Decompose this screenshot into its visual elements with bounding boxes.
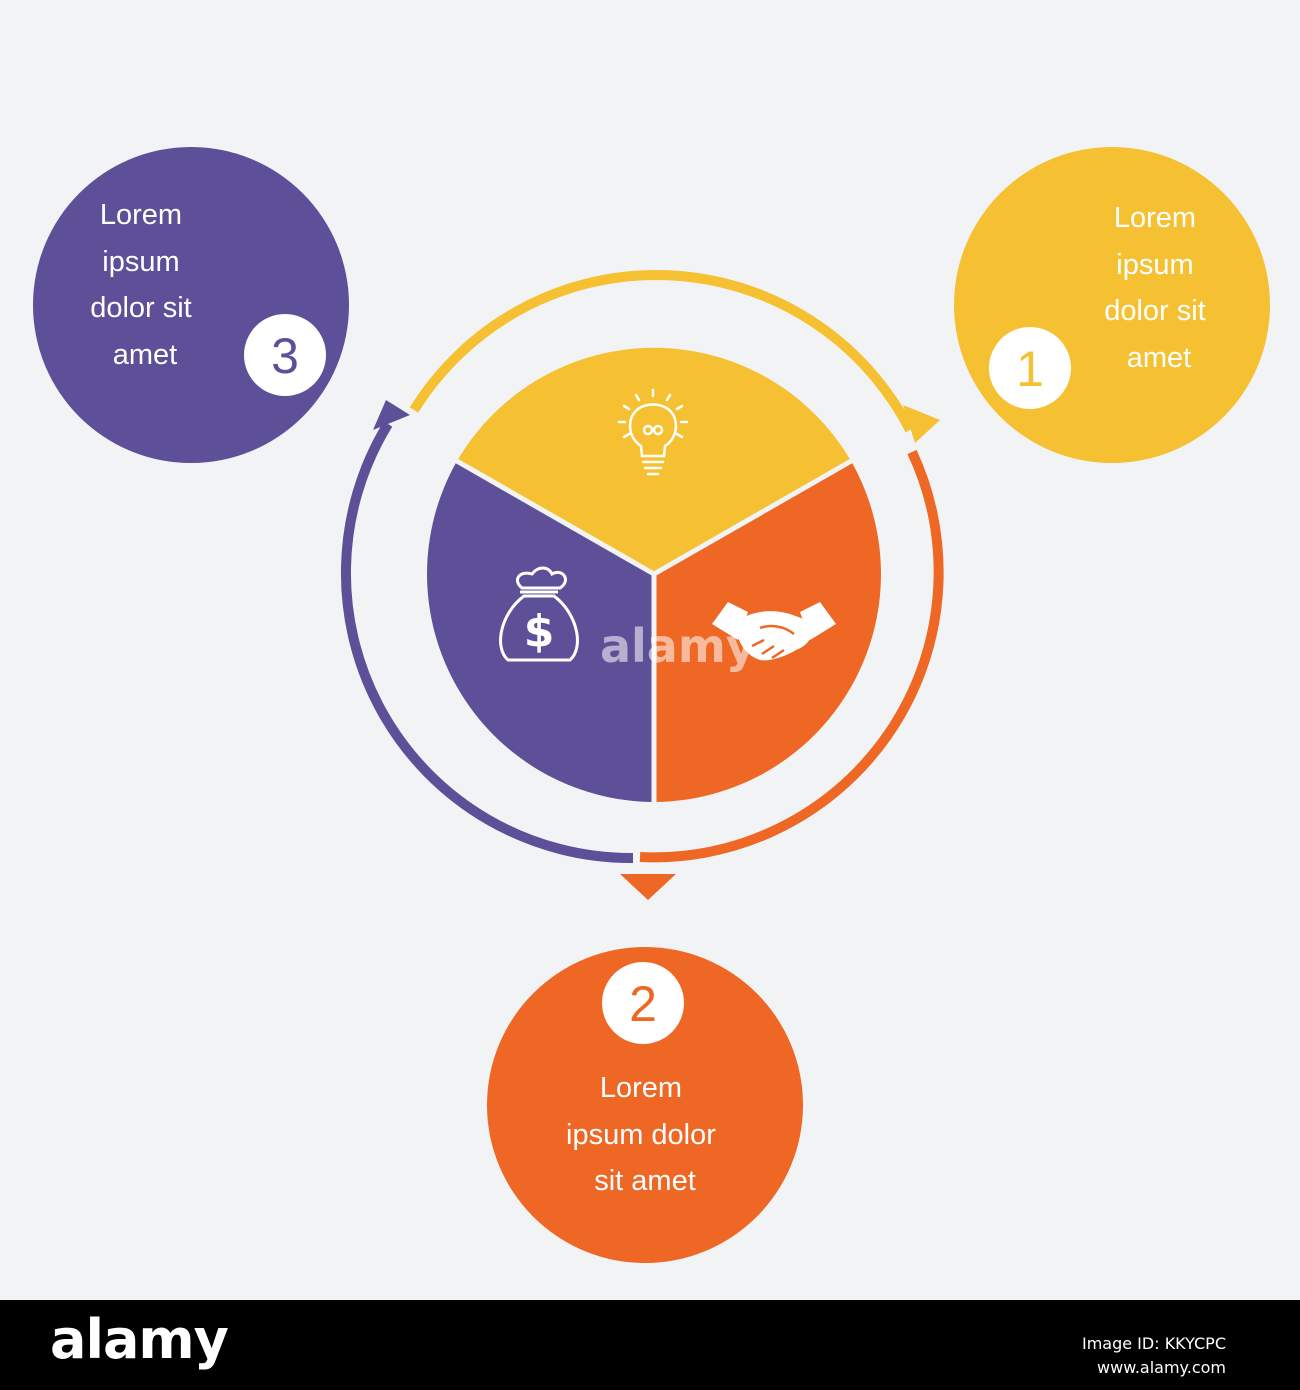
cycle-diagram: $ Lorem ipsum dolor sit amet 1 2 Lorem i… — [33, 147, 1270, 1263]
step-1-line-1: Lorem — [1114, 202, 1196, 234]
center-pie — [427, 347, 881, 807]
step-2-number: 2 — [629, 976, 657, 1032]
dollar-sign: $ — [524, 606, 555, 657]
handshake-icon — [712, 602, 836, 661]
step-2: 2 Lorem ipsum dolor sit amet — [487, 947, 803, 1263]
step-2-badge — [602, 962, 684, 1044]
cycle-arrows — [340, 269, 944, 900]
step-2-text: Lorem ipsum dolor sit amet — [566, 1072, 724, 1197]
step-2-line-3: sit amet — [594, 1165, 696, 1197]
step-2-circle — [487, 947, 803, 1263]
arrowhead-purple — [373, 400, 410, 430]
step-3: Lorem ipsum dolor sit amet 3 — [33, 147, 349, 463]
step-1-line-4: amet — [1127, 342, 1191, 374]
step-1-text: Lorem ipsum dolor sit amet — [1104, 202, 1214, 374]
step-3-badge — [244, 314, 326, 396]
step-3-line-1: Lorem — [100, 199, 182, 231]
watermark-logo: alamy — [50, 1308, 229, 1371]
step-3-line-2: ipsum — [102, 246, 179, 278]
lightbulb-icon — [617, 388, 689, 476]
pie-segment-purple — [427, 461, 654, 802]
step-2-line-2: ipsum dolor — [566, 1119, 716, 1151]
pie-dividers — [452, 457, 856, 807]
arrow-orange — [639, 449, 944, 863]
watermark-site: www.alamy.com — [1097, 1358, 1226, 1377]
arrow-yellow — [409, 269, 915, 433]
step-3-line-4: amet — [113, 339, 177, 371]
arrow-purple — [340, 421, 634, 864]
watermark-text: alamy — [600, 619, 756, 673]
arrowhead-orange — [620, 874, 676, 900]
step-3-number: 3 — [271, 328, 299, 384]
step-1: Lorem ipsum dolor sit amet 1 — [954, 147, 1270, 463]
arrowhead-yellow — [903, 405, 940, 443]
step-1-line-3: dolor sit — [1104, 295, 1206, 327]
image-id-value: KKYCPC — [1164, 1334, 1226, 1353]
step-3-line-3: dolor sit — [90, 292, 192, 324]
step-1-number: 1 — [1016, 341, 1044, 397]
watermark-overlay: alamy — [600, 619, 756, 673]
money-bag-icon: $ — [499, 566, 579, 662]
watermark-image-id: Image ID: KKYCPC — [1081, 1334, 1226, 1353]
step-2-line-1: Lorem — [600, 1072, 682, 1104]
step-1-badge — [989, 327, 1071, 409]
watermark-footer: alamy Image ID: KKYCPC www.alamy.com — [0, 1300, 1300, 1390]
step-1-line-2: ipsum — [1116, 249, 1193, 281]
step-3-text: Lorem ipsum dolor sit amet — [90, 199, 200, 371]
